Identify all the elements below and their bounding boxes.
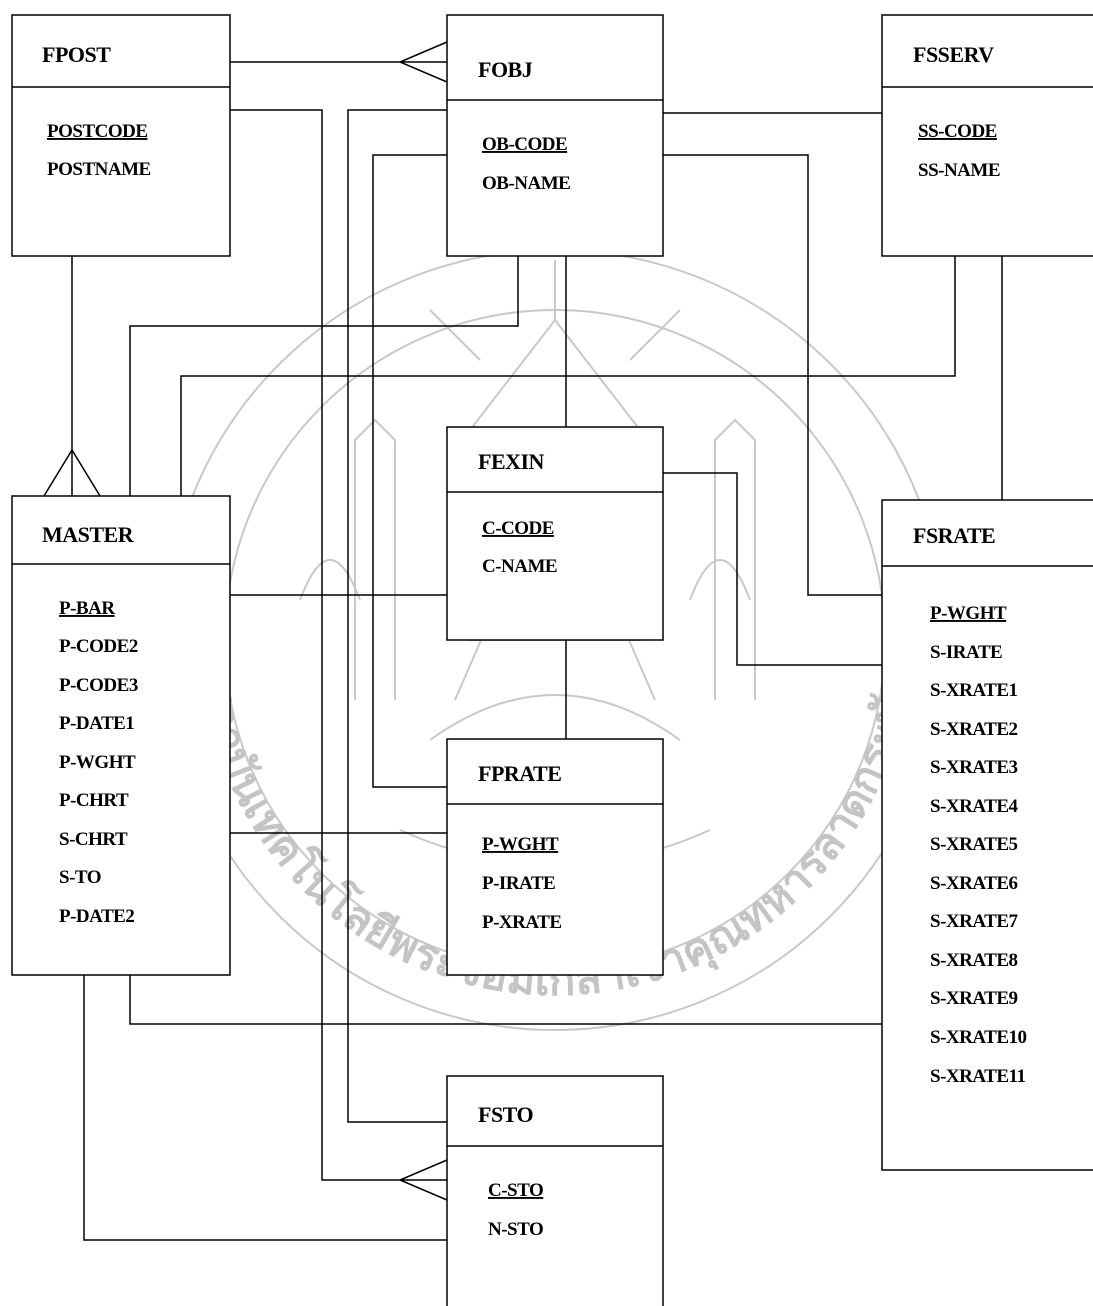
attribute: P-CHRT bbox=[59, 790, 129, 811]
attribute: S-CHRT bbox=[59, 829, 128, 850]
attribute: S-XRATE9 bbox=[930, 988, 1018, 1009]
attribute: P-DATE1 bbox=[59, 713, 134, 734]
attribute-primary-key: OB-CODE bbox=[482, 134, 567, 155]
attribute: S-XRATE1 bbox=[930, 680, 1018, 701]
rel-master-fsto bbox=[84, 975, 447, 1240]
entity-title: FOBJ bbox=[478, 57, 533, 82]
attribute: S-IRATE bbox=[930, 642, 1002, 663]
entity-fpost: FPOST POSTCODE POSTNAME bbox=[12, 15, 230, 256]
attribute: P-CODE3 bbox=[59, 675, 138, 696]
entity-title: FPRATE bbox=[478, 761, 561, 786]
rel-fpost-master bbox=[44, 256, 100, 496]
entity-title: FEXIN bbox=[478, 449, 545, 474]
attribute: S-XRATE2 bbox=[930, 719, 1018, 740]
attribute: P-IRATE bbox=[482, 873, 555, 894]
rel-fexin-fsrate bbox=[663, 473, 882, 665]
attribute: POSTNAME bbox=[47, 159, 151, 180]
entity-title: FSSERV bbox=[913, 42, 994, 67]
attribute-primary-key: POSTCODE bbox=[47, 121, 148, 142]
attribute-primary-key: SS-CODE bbox=[918, 121, 997, 142]
rel-fpost-fobj bbox=[230, 42, 447, 82]
entity-title: MASTER bbox=[42, 522, 135, 547]
attribute: S-XRATE6 bbox=[930, 873, 1018, 894]
rel-fobj-fprate bbox=[373, 155, 447, 787]
attribute: S-XRATE8 bbox=[930, 950, 1018, 971]
attribute: S-XRATE3 bbox=[930, 757, 1018, 778]
attribute: S-XRATE10 bbox=[930, 1027, 1027, 1048]
attribute-primary-key: C-CODE bbox=[482, 518, 554, 539]
entity-title: FSTO bbox=[478, 1102, 533, 1127]
entity-fsrate: FSRATE P-WGHT S-IRATE S-XRATE1 S-XRATE2 … bbox=[882, 500, 1093, 1170]
attribute-primary-key: C-STO bbox=[488, 1180, 543, 1201]
entity-title: FPOST bbox=[42, 42, 111, 67]
attribute: S-XRATE7 bbox=[930, 911, 1018, 932]
entity-master: MASTER P-BAR P-CODE2 P-CODE3 P-DATE1 P-W… bbox=[12, 496, 230, 975]
attribute: P-WGHT bbox=[59, 752, 136, 773]
attribute: SS-NAME bbox=[918, 160, 1000, 181]
entity-fsserv: FSSERV SS-CODE SS-NAME bbox=[882, 15, 1093, 256]
attribute-primary-key: P-WGHT bbox=[482, 834, 559, 855]
attribute: S-XRATE11 bbox=[930, 1066, 1025, 1087]
rel-fpost-fsto bbox=[230, 110, 447, 1200]
entity-fexin: FEXIN C-CODE C-NAME bbox=[447, 427, 663, 640]
attribute: C-NAME bbox=[482, 556, 557, 577]
entity-fobj: FOBJ OB-CODE OB-NAME bbox=[447, 15, 663, 256]
entity-fsto: FSTO C-STO N-STO bbox=[447, 1076, 663, 1306]
attribute: S-TO bbox=[59, 867, 101, 888]
attribute: P-XRATE bbox=[482, 912, 562, 933]
attribute: P-DATE2 bbox=[59, 906, 134, 927]
attribute-primary-key: P-WGHT bbox=[930, 603, 1007, 624]
attribute: P-CODE2 bbox=[59, 636, 138, 657]
attribute: OB-NAME bbox=[482, 173, 570, 194]
entity-title: FSRATE bbox=[913, 523, 995, 548]
rel-fobj-fsrate bbox=[663, 155, 882, 595]
attribute-primary-key: P-BAR bbox=[59, 598, 115, 619]
attribute: S-XRATE5 bbox=[930, 834, 1018, 855]
attribute: S-XRATE4 bbox=[930, 796, 1018, 817]
attribute: N-STO bbox=[488, 1219, 543, 1240]
entity-fprate: FPRATE P-WGHT P-IRATE P-XRATE bbox=[447, 739, 663, 975]
